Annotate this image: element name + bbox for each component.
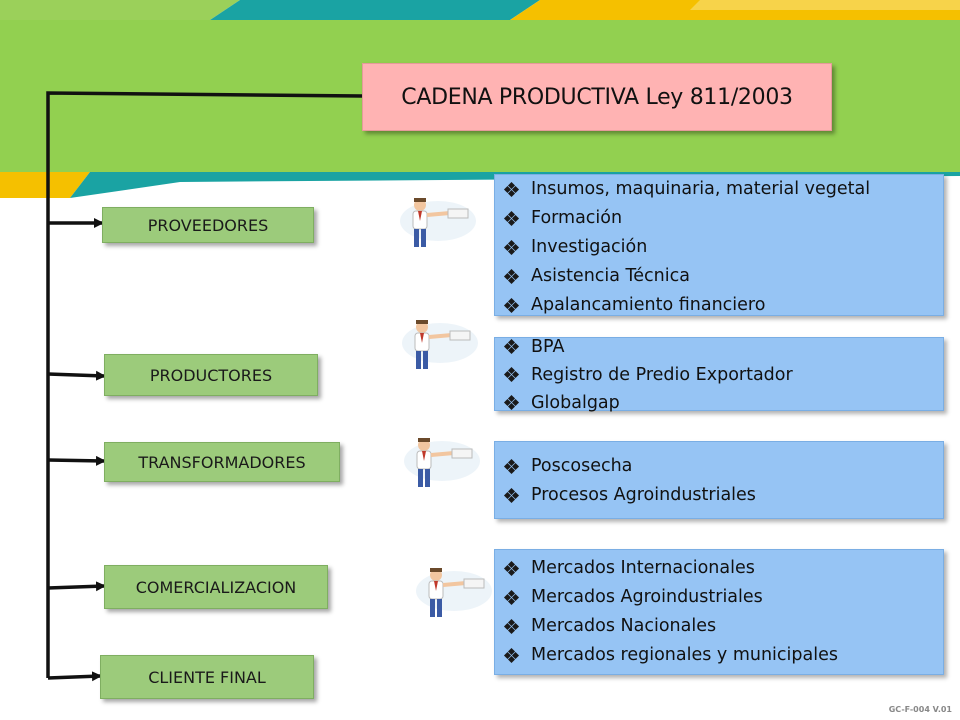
diamond-bullet-icon (503, 589, 520, 605)
diagram-title: CADENA PRODUCTIVA Ley 811/2003 (362, 63, 832, 131)
diamond-bullet-icon (503, 297, 520, 313)
list-productores: BPA Registro de Predio Exportador Global… (494, 337, 944, 413)
list-item: Mercados Agroindustriales (503, 583, 943, 612)
person-icon (404, 438, 480, 487)
diamond-bullet-icon (503, 487, 520, 503)
person-icon (400, 198, 476, 247)
stage-transformadores: TRANSFORMADORES (104, 442, 340, 482)
list-item: Poscosecha (503, 452, 943, 481)
trunk-line (46, 91, 363, 678)
stage-proveedores: PROVEEDORES (102, 207, 314, 243)
diamond-bullet-icon (503, 239, 520, 255)
arrow-transformadores (47, 455, 106, 466)
stage-productores: PRODUCTORES (104, 354, 318, 396)
diamond-bullet-icon (503, 268, 520, 284)
diamond-bullet-icon (503, 618, 520, 634)
diamond-bullet-icon (503, 458, 520, 474)
person-icon (416, 568, 492, 617)
diamond-bullet-icon (503, 366, 520, 383)
diamond-bullet-icon (503, 181, 520, 197)
person-icon (402, 320, 478, 369)
diamond-bullet-icon (503, 338, 520, 355)
diamond-bullet-icon (503, 647, 520, 663)
list-item: Procesos Agroindustriales (503, 481, 943, 510)
list-transformadores: Poscosecha Procesos Agroindustriales (494, 441, 944, 519)
list-item: Apalancamiento financiero (503, 291, 943, 320)
diamond-bullet-icon (503, 560, 520, 576)
stage-comercializacion: COMERCIALIZACION (104, 565, 328, 609)
diamond-bullet-icon (503, 210, 520, 226)
diamond-bullet-icon (503, 394, 520, 411)
list-item: Formación (503, 204, 943, 233)
arrow-comercializacion (47, 581, 106, 592)
list-item: Insumos, maquinaria, material vegetal (503, 175, 943, 204)
stage-cliente-final: CLIENTE FINAL (100, 655, 314, 699)
list-proveedores: Insumos, maquinaria, material vegetal Fo… (494, 174, 944, 316)
list-item: Mercados Nacionales (503, 612, 943, 641)
list-item: Globalgap (503, 389, 943, 417)
list-item: Asistencia Técnica (503, 262, 943, 291)
list-item: Investigación (503, 233, 943, 262)
list-item: Mercados Internacionales (503, 554, 943, 583)
list-item: BPA (503, 333, 943, 361)
document-code: GC-F-004 V.01 (888, 705, 952, 714)
arrow-productores (47, 370, 106, 381)
list-item: Registro de Predio Exportador (503, 361, 943, 389)
arrow-cliente-final (47, 671, 102, 682)
list-comercializacion: Mercados Internacionales Mercados Agroin… (494, 549, 944, 675)
list-item: Mercados regionales y municipales (503, 641, 943, 670)
